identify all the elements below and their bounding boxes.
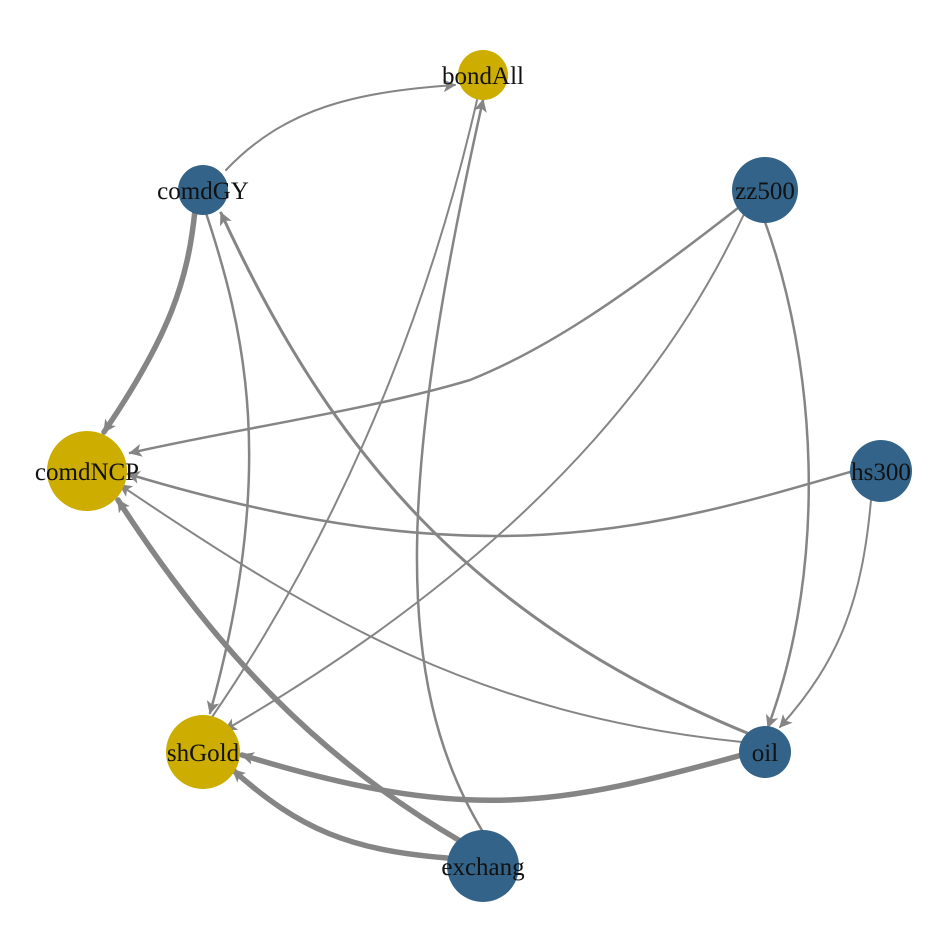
node-label-bondAll: bondAll (442, 63, 524, 90)
edge-exchang-shGold (230, 767, 450, 861)
edge-comdGY-bondAll (225, 79, 457, 171)
node-comdNCP (47, 431, 127, 511)
node-bondAll (458, 50, 508, 100)
node-label-zz500: zz500 (735, 178, 795, 205)
nodes-layer (47, 50, 912, 902)
node-zz500 (732, 157, 798, 223)
edges-layer (101, 79, 872, 861)
node-label-comdNCP: comdNCP (35, 459, 139, 486)
node-label-shGold: shGold (167, 740, 240, 767)
node-label-comdGY: comdGY (157, 178, 249, 205)
edge-zz500-shGold (223, 209, 747, 731)
node-label-exchang: exchang (441, 854, 525, 881)
node-label-hs300: hs300 (851, 459, 911, 486)
labels-layer: bondAll comdGY zz500 comdNCP hs300 shGold oil e… (35, 63, 911, 881)
node-comdGY (178, 165, 228, 215)
node-label-oil: oil (752, 740, 778, 767)
edge-exchang-bondAll (415, 98, 487, 834)
edge-exchang-comdNCP (115, 497, 465, 845)
edge-hs300-oil (779, 499, 872, 728)
edge-comdGY-shGold (203, 208, 251, 715)
edge-oil-comdNCP (118, 484, 743, 743)
edge-zz500-oil (763, 220, 810, 729)
edge-comdGY-comdNCP (101, 207, 198, 435)
node-shGold (166, 715, 240, 789)
node-hs300 (850, 440, 912, 502)
node-oil (739, 726, 791, 778)
edge-hs300-comdNCP (126, 470, 852, 538)
edge-oil-comdGY (219, 211, 754, 737)
node-exchang (447, 830, 519, 902)
edge-zz500-comdNCP (128, 206, 740, 457)
edge-bondAll-shGold (209, 99, 478, 721)
edge-oil-shGold (239, 752, 745, 803)
